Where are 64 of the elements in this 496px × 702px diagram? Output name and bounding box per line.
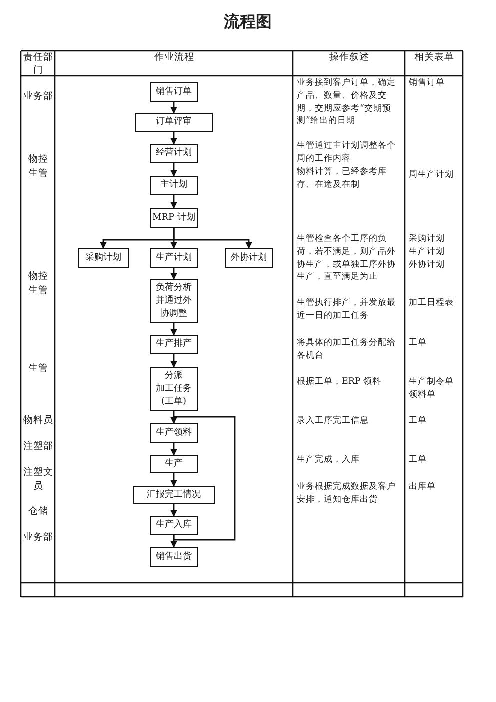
description-text: 生管检查各个工序的负荷，若不满足，则产品外协生产，或单独工序外协生产，直至满足为止 xyxy=(297,233,397,284)
arrow xyxy=(170,504,178,517)
process-box: MRP 计划 xyxy=(150,208,198,228)
department-label: 业务部 xyxy=(23,531,54,545)
process-box: 分派加工任务(工单) xyxy=(150,367,198,411)
description-text: 将具体的加工任务分配给各机台 xyxy=(297,337,397,363)
form-name: 出库单 xyxy=(409,481,437,494)
description-text: 生管通过主计划调整各个周的工作内容 xyxy=(297,140,397,166)
description-text: 根据工单，ERP 领料 xyxy=(297,376,382,389)
description-text: 录入工序完工信息 xyxy=(297,415,370,428)
process-box: 销售出货 xyxy=(150,547,198,567)
column-header: 作业流程 xyxy=(154,51,195,64)
arrow xyxy=(170,268,178,280)
arrow xyxy=(170,132,178,145)
form-name: 采购计划 xyxy=(409,233,446,246)
process-box: 生产 xyxy=(150,455,198,473)
department-label: 物控生管 xyxy=(28,270,49,298)
form-name: 加工日程表 xyxy=(409,297,455,310)
process-box: 主计划 xyxy=(150,176,198,195)
column-header: 相关表单 xyxy=(414,51,455,64)
process-box: 订单评审 xyxy=(135,113,213,132)
form-name: 工单 xyxy=(409,337,428,350)
process-box: 生产计划 xyxy=(150,248,198,268)
arrow xyxy=(170,323,178,336)
department-label: 注塑文员 xyxy=(23,466,54,494)
description-text: 业务根据完成数据及客户安排，通知仓库出货 xyxy=(297,481,397,507)
process-box: 生产领料 xyxy=(150,423,198,443)
arrow xyxy=(170,473,178,487)
form-name: 销售订单 xyxy=(409,77,446,90)
diagram-title: 流程图 xyxy=(223,12,273,32)
process-box: 汇报完工情况 xyxy=(133,486,215,504)
arrow xyxy=(170,416,236,541)
description-text: 生产完成，入库 xyxy=(297,454,361,467)
form-name: 生产制令单 xyxy=(409,376,455,389)
process-box: 生产排产 xyxy=(150,335,198,354)
department-label: 物料员 xyxy=(23,414,54,428)
form-name: 工单 xyxy=(409,454,428,467)
description-text: 物料计算，已经参考库存、在途及在制 xyxy=(297,166,388,192)
department-label: 生管 xyxy=(28,362,49,376)
arrow xyxy=(170,102,178,114)
arrow xyxy=(170,443,178,456)
description-text: 生管执行排产，并发放最近一日的加工任务 xyxy=(297,297,397,323)
process-box: 采购计划 xyxy=(78,248,129,268)
department-label: 业务部 xyxy=(23,90,54,104)
form-name: 外协计划 xyxy=(409,259,446,272)
description-text: 业务接到客户订单，确定产品、数量、价格及交期，交期应参考“交期预测”给出的日期 xyxy=(297,77,397,128)
arrow xyxy=(173,228,252,249)
process-box: 外协计划 xyxy=(225,248,273,268)
arrow xyxy=(170,195,178,209)
column-header: 责任部门 xyxy=(23,51,54,77)
arrow xyxy=(170,354,178,368)
department-label: 注塑部 xyxy=(23,440,54,454)
process-box: 生产入库 xyxy=(150,516,198,535)
process-box: 销售订单 xyxy=(150,82,198,102)
form-name: 生产计划 xyxy=(409,246,446,259)
process-box: 经营计划 xyxy=(150,144,198,163)
arrow xyxy=(170,163,178,177)
form-name: 领料单 xyxy=(409,389,437,402)
process-box: 负荷分析并通过外协调整 xyxy=(150,279,198,323)
department-label: 物控生管 xyxy=(28,153,49,181)
column-header: 操作叙述 xyxy=(329,51,370,64)
department-label: 仓储 xyxy=(28,505,49,519)
form-name: 工单 xyxy=(409,415,428,428)
form-name: 周生产计划 xyxy=(409,169,455,182)
